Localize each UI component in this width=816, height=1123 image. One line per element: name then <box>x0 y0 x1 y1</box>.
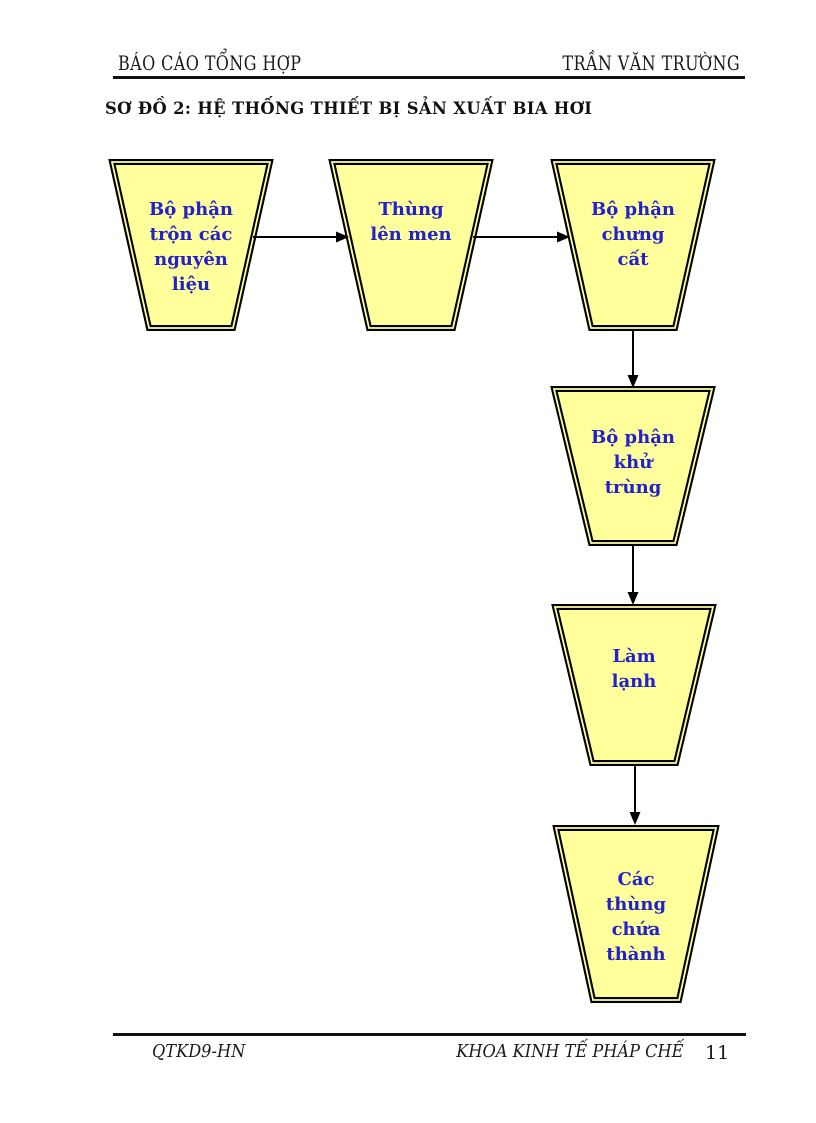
trapezoid-inner-line <box>552 161 714 329</box>
diagram-title: SƠ ĐỒ 2: HỆ THỐNG THIẾT BỊ SẢN XUẤT BIA … <box>105 99 593 119</box>
arrow-head-icon <box>336 231 349 243</box>
trapezoid-inner-line <box>552 388 714 544</box>
arrow-5-6 <box>629 764 641 825</box>
arrow-head-icon <box>629 812 641 825</box>
arrow-head-icon <box>627 375 639 388</box>
arrow-head-icon <box>557 231 570 243</box>
trapezoid-inner-line <box>110 161 272 329</box>
arrow-3-4 <box>627 329 639 388</box>
node-label-storage: Các thùng chứa thành <box>605 869 667 965</box>
node-shape-storage <box>552 825 720 1003</box>
node-label-distillation: Bộ phận chưng cất <box>591 199 675 270</box>
footer-left-text: QTKD9-HN <box>152 1041 246 1062</box>
node-label-fermentation: Thùng lên men <box>370 199 452 245</box>
trapezoid-inner-line <box>330 161 492 329</box>
node-label-cooling: Làm lạnh <box>611 646 657 692</box>
node-label-mixing: Bộ phận trộn các nguyên liệu <box>149 199 233 295</box>
footer-right-text: KHOA KINH TẾ PHÁP CHẾ <box>455 1041 683 1062</box>
node-shape-distillation <box>550 159 716 331</box>
node-shape-mixing <box>108 159 274 331</box>
header-left-text: BÁO CÁO TỔNG HỢP <box>118 51 302 75</box>
trapezoid-inner-line <box>554 827 718 1001</box>
node-shape-sterilization <box>550 386 716 546</box>
footer-rule <box>113 1033 746 1036</box>
node-label-sterilization: Bộ phận khử trùng <box>591 427 675 498</box>
arrow-1-2 <box>253 231 349 243</box>
trapezoid-inner-line <box>553 606 715 764</box>
page-number: 11 <box>705 1042 730 1064</box>
node-shape-cooling <box>551 604 717 766</box>
arrow-4-5 <box>627 544 639 605</box>
node-shape-fermentation <box>328 159 494 331</box>
header-right-text: TRẦN VĂN TRƯỜNG <box>562 51 740 75</box>
header-rule <box>113 76 745 79</box>
arrow-2-3 <box>473 231 570 243</box>
arrow-head-icon <box>627 592 639 605</box>
